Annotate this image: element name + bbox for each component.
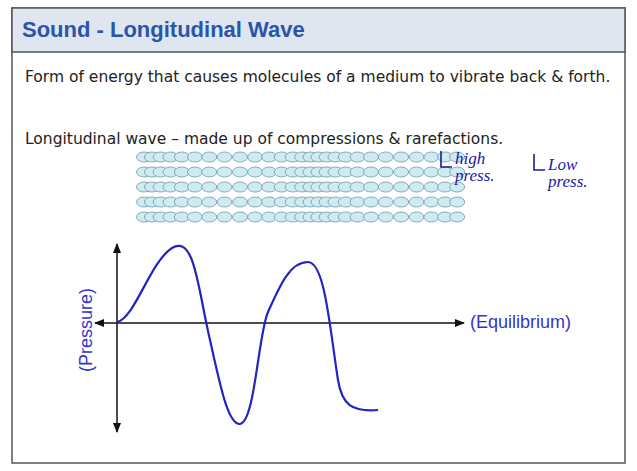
molecule (409, 212, 424, 222)
molecule (248, 182, 263, 192)
molecule (424, 182, 439, 192)
molecule (233, 167, 248, 177)
slide-title: Sound - Longitudinal Wave (22, 17, 305, 43)
molecule (350, 152, 365, 162)
molecule (217, 197, 232, 207)
molecule (394, 212, 409, 222)
molecule (378, 182, 393, 192)
slide-frame (12, 8, 625, 463)
molecule (409, 152, 424, 162)
molecule (233, 197, 248, 207)
molecule (248, 167, 263, 177)
molecule (248, 212, 263, 222)
molecule (202, 197, 217, 207)
molecule (202, 182, 217, 192)
pressure-axis (116, 244, 118, 432)
molecule (202, 152, 217, 162)
handwritten-note: high press. (455, 150, 503, 184)
molecule (187, 182, 202, 192)
molecule (187, 167, 202, 177)
molecule (217, 167, 232, 177)
molecule (378, 152, 393, 162)
molecule-rows (137, 152, 465, 222)
molecule (450, 197, 465, 207)
molecule (233, 182, 248, 192)
molecule (202, 167, 217, 177)
equilibrium-axis (95, 322, 464, 324)
molecule (364, 212, 379, 222)
molecule (350, 197, 365, 207)
molecule (394, 152, 409, 162)
molecule (350, 182, 365, 192)
molecule (233, 212, 248, 222)
annotation-hook (441, 151, 452, 167)
body-text: Form of energy that causes molecules of … (25, 66, 615, 88)
molecule (378, 212, 393, 222)
annotation-hook (534, 154, 545, 170)
molecule (409, 182, 424, 192)
molecule (187, 197, 202, 207)
handwritten-note: Low press. (548, 156, 596, 190)
molecule (364, 197, 379, 207)
molecule (187, 212, 202, 222)
molecule (424, 167, 439, 177)
molecule (187, 152, 202, 162)
molecule (364, 182, 379, 192)
body-text: Longitudinal wave – made up of compressi… (25, 128, 620, 150)
molecule (248, 197, 263, 207)
molecule (450, 212, 465, 222)
molecule (217, 212, 232, 222)
molecule (424, 152, 439, 162)
molecule (424, 212, 439, 222)
molecule (409, 167, 424, 177)
molecule (394, 197, 409, 207)
axis-label: (Pressure) (76, 288, 97, 372)
molecule (233, 152, 248, 162)
molecule (378, 197, 393, 207)
axis-label: (Equilibrium) (470, 312, 571, 333)
molecule (378, 167, 393, 177)
molecule (350, 167, 365, 177)
molecule (364, 167, 379, 177)
molecule (364, 152, 379, 162)
molecule (217, 152, 232, 162)
molecule (248, 152, 263, 162)
title-bar (12, 8, 625, 52)
molecule (424, 197, 439, 207)
molecule (217, 182, 232, 192)
molecule (409, 197, 424, 207)
pressure-wave (117, 246, 378, 424)
molecule (350, 212, 365, 222)
molecule (394, 182, 409, 192)
molecule (202, 212, 217, 222)
molecule (394, 167, 409, 177)
